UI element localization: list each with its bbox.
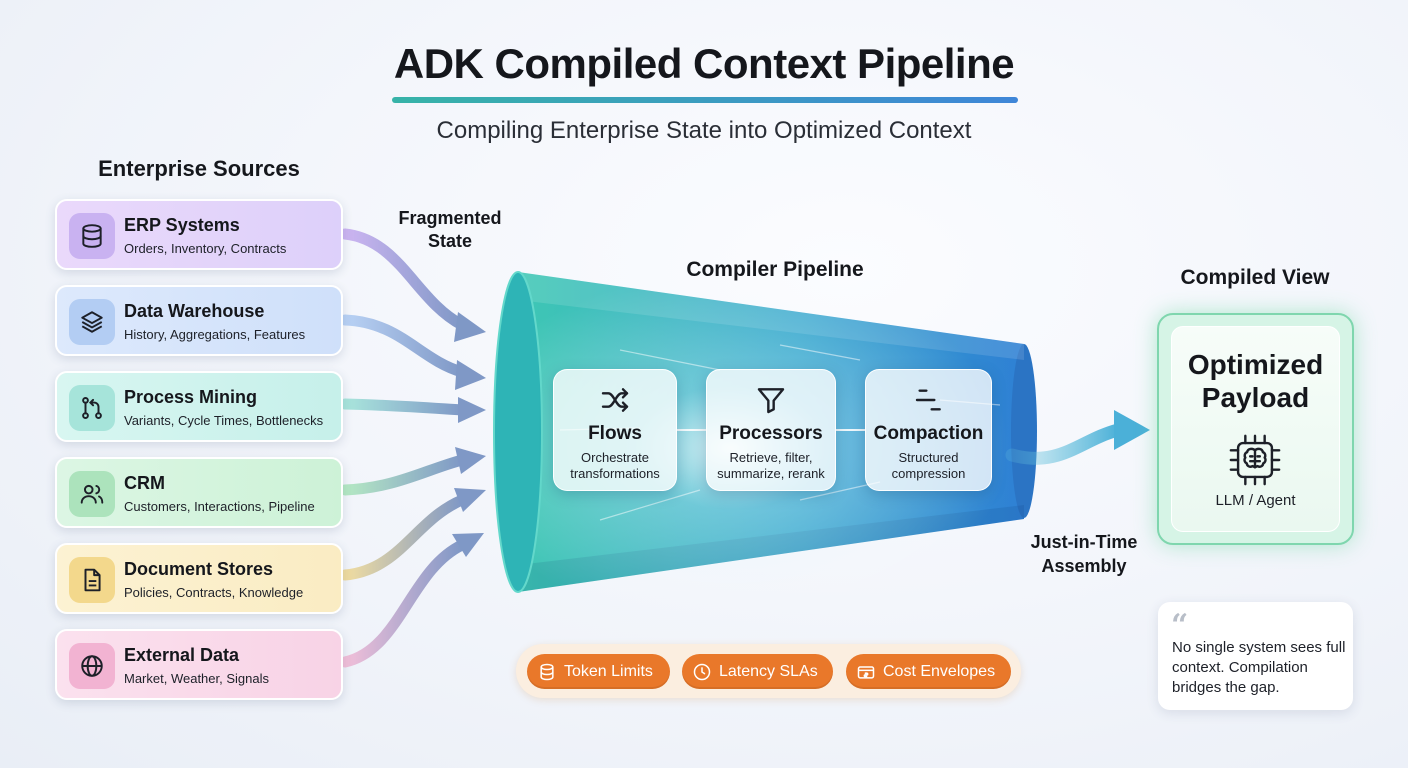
source-card-external: External Data Market, Weather, Signals (55, 629, 343, 700)
source-desc: Variants, Cycle Times, Bottlenecks (124, 413, 324, 428)
quote-mark: “ (1171, 608, 1189, 643)
compiled-view-inner (1171, 326, 1340, 532)
optimized-payload-title: Optimized Payload (1171, 348, 1340, 414)
clock-icon (693, 663, 711, 680)
source-card-documents: Document Stores Policies, Contracts, Kno… (55, 543, 343, 614)
stage-desc: Retrieve, filter, summarize, rerank (717, 450, 825, 481)
stage-processors: Processors Retrieve, filter, summarize, … (706, 369, 836, 491)
fragmented-state-label: Fragmented State (398, 208, 502, 251)
source-card-erp: ERP Systems Orders, Inventory, Contracts (55, 199, 343, 270)
just-in-time-label: Just-in-Time Assembly (1030, 532, 1138, 576)
compaction-icon (866, 384, 991, 416)
globe-icon (69, 643, 115, 689)
money-icon (857, 665, 875, 679)
layers-icon (69, 299, 115, 345)
source-name: External Data (124, 645, 240, 665)
source-name: Data Warehouse (124, 301, 265, 321)
constraint-latency-slas: Latency SLAs (682, 654, 833, 689)
document-icon (69, 557, 115, 603)
compiled-view-heading: Compiled View (1180, 266, 1330, 289)
sources-heading: Enterprise Sources (98, 156, 300, 181)
quote-text: No single system sees full context. Comp… (1172, 639, 1346, 696)
quote-card (1158, 602, 1353, 710)
chip-brain-icon (1226, 431, 1284, 489)
arrow-external (339, 539, 468, 668)
source-card-warehouse: Data Warehouse History, Aggregations, Fe… (55, 285, 343, 356)
git-branch-icon (69, 385, 115, 431)
constraint-label: Latency SLAs (719, 662, 818, 680)
constraint-token-limits: Token Limits (527, 654, 670, 689)
arrow-erp (339, 228, 468, 331)
filter-icon (707, 384, 835, 416)
page-subtitle: Compiling Enterprise State into Optimize… (436, 117, 972, 144)
arrow-crm (339, 454, 468, 496)
source-name: CRM (124, 473, 165, 493)
stage-flows: Flows Orchestrate transformations (553, 369, 677, 491)
source-desc: Policies, Contracts, Knowledge (124, 585, 304, 600)
constraint-label: Token Limits (564, 662, 653, 680)
stage-desc: Orchestrate transformations (570, 450, 660, 481)
source-desc: Market, Weather, Signals (124, 671, 269, 686)
arrow-documents (339, 494, 468, 581)
source-card-process-mining: Process Mining Variants, Cycle Times, Bo… (55, 371, 343, 442)
stage-name: Flows (588, 423, 642, 444)
title-underline (392, 97, 1018, 103)
output-arrow (1005, 423, 1125, 465)
source-card-crm: CRM Customers, Interactions, Pipeline (55, 457, 343, 528)
page-title: ADK Compiled Context Pipeline (393, 40, 1015, 87)
source-desc: History, Aggregations, Features (124, 327, 306, 342)
llm-agent-label: LLM / Agent (1215, 492, 1296, 509)
arrow-warehouse (339, 314, 468, 378)
source-desc: Orders, Inventory, Contracts (124, 241, 287, 256)
source-name: ERP Systems (124, 215, 240, 235)
coins-icon (540, 663, 554, 680)
users-icon (69, 471, 115, 517)
shuffle-icon (554, 384, 676, 416)
output-arrowhead (1114, 410, 1150, 450)
stage-desc: Structured compression (891, 450, 966, 481)
constraint-label: Cost Envelopes (883, 662, 996, 680)
input-arrows (339, 228, 468, 668)
source-name: Document Stores (124, 559, 274, 579)
input-arrowheads (452, 312, 486, 557)
payload-title-text: Optimized Payload (1187, 349, 1324, 413)
constraint-cost-envelopes: Cost Envelopes (846, 654, 1011, 689)
stage-compaction: Compaction Structured compression (865, 369, 992, 491)
source-name: Process Mining (124, 387, 258, 407)
pipeline-heading: Compiler Pipeline (686, 258, 864, 281)
stage-name: Compaction (873, 423, 984, 444)
stage-name: Processors (719, 423, 823, 444)
arrow-process-mining (339, 398, 468, 416)
source-desc: Customers, Interactions, Pipeline (124, 499, 315, 514)
database-icon (69, 213, 115, 259)
